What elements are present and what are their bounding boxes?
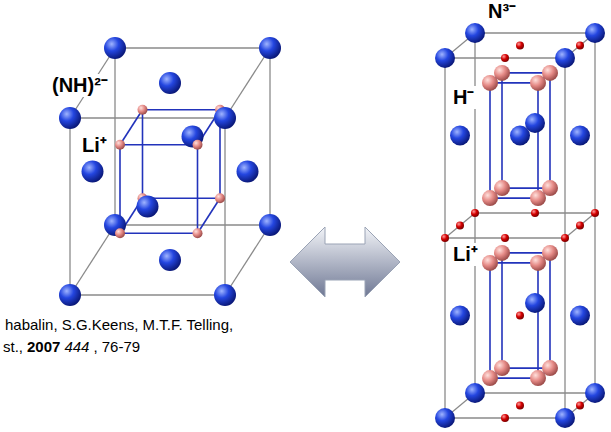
atom-sphere: [214, 284, 236, 306]
atom-sphere: [561, 234, 569, 242]
bond-line: [501, 253, 503, 368]
citation-line: st.,2007444, 76-79: [3, 338, 140, 355]
atom-sphere: [159, 72, 181, 94]
atom-sphere: [530, 370, 546, 386]
ion-label: (NH)²⁻: [50, 74, 110, 97]
bond-line: [120, 110, 143, 145]
bond-line: [224, 118, 225, 295]
atom-sphere: [215, 193, 225, 203]
bond-line: [475, 392, 595, 393]
atom-sphere: [482, 190, 498, 206]
bond-line: [489, 263, 491, 378]
bond-line: [225, 225, 270, 295]
citation-text: st.,: [3, 338, 23, 355]
bond-line: [225, 48, 270, 118]
atom-sphere: [516, 312, 524, 320]
citation-pages: , 76-79: [93, 338, 140, 355]
atom-sphere: [450, 126, 470, 146]
atom-sphere: [482, 255, 498, 271]
bond-line: [537, 263, 539, 378]
atom-sphere: [591, 209, 599, 217]
bond-line: [489, 83, 491, 198]
ion-label: Li⁺: [80, 134, 109, 157]
atom-sphere: [465, 23, 485, 43]
atom-sphere: [435, 48, 455, 68]
atom-sphere: [259, 214, 281, 236]
bond-line: [501, 73, 503, 188]
bond-line: [269, 48, 270, 225]
bond-line: [143, 109, 221, 111]
bond-line: [70, 117, 225, 118]
bond-line: [70, 294, 225, 295]
atom-sphere: [501, 414, 509, 422]
bond-line: [69, 118, 70, 295]
atom-sphere: [525, 293, 545, 313]
bond-line: [115, 224, 270, 225]
atom-sphere: [510, 126, 530, 146]
atom-sphere: [570, 126, 590, 146]
atom-sphere: [482, 75, 498, 91]
bond-line: [537, 83, 539, 198]
atom-sphere: [59, 284, 81, 306]
atom-sphere: [82, 161, 104, 183]
atom-sphere: [501, 54, 509, 62]
atom-sphere: [570, 306, 590, 326]
atom-sphere: [576, 42, 584, 50]
bond-line: [549, 73, 551, 188]
atom-sphere: [530, 255, 546, 271]
atom-sphere: [530, 190, 546, 206]
bond-line: [197, 145, 199, 234]
atom-sphere: [501, 234, 509, 242]
bond-line: [475, 32, 595, 33]
atom-sphere: [115, 228, 125, 238]
atom-sphere: [59, 107, 81, 129]
atom-sphere: [576, 402, 584, 410]
bond-line: [120, 232, 198, 234]
atom-sphere: [193, 228, 203, 238]
atom-sphere: [576, 222, 584, 230]
atom-sphere: [115, 140, 125, 150]
atom-sphere: [137, 196, 159, 218]
bond-line: [565, 213, 595, 238]
bond-line: [115, 47, 270, 48]
citation-year: 2007: [27, 338, 60, 355]
atom-sphere: [585, 23, 605, 43]
atom-sphere: [214, 107, 236, 129]
bond-line: [142, 110, 144, 199]
atom-sphere: [482, 370, 498, 386]
atom-sphere: [441, 234, 449, 242]
citation-text: habalin, S.G.Keens, M.T.F. Telling,: [3, 316, 235, 333]
li4nh-cell: [435, 23, 605, 428]
atom-sphere: [471, 209, 479, 217]
double-arrow: [290, 227, 400, 297]
ion-label: H⁻: [451, 86, 476, 109]
atom-sphere: [516, 42, 524, 50]
ion-label: N³⁻: [486, 0, 518, 23]
atom-sphere: [516, 402, 524, 410]
bond-line: [70, 225, 115, 295]
atom-sphere: [585, 383, 605, 403]
atom-sphere: [259, 37, 281, 59]
bond-line: [198, 198, 221, 233]
atom-sphere: [450, 306, 470, 326]
atom-sphere: [435, 408, 455, 428]
atom-sphere: [555, 408, 575, 428]
atom-sphere: [159, 249, 181, 271]
atom-sphere: [237, 161, 259, 183]
atom-sphere: [531, 209, 539, 217]
atom-sphere: [138, 105, 148, 115]
bond-line: [549, 253, 551, 368]
bond-line: [114, 48, 115, 225]
ion-label: Li⁺: [451, 243, 480, 266]
atom-sphere: [555, 48, 575, 68]
atom-sphere: [530, 75, 546, 91]
citation-volume: 444: [64, 338, 89, 355]
atom-sphere: [104, 37, 126, 59]
bond-line: [445, 213, 475, 238]
atom-sphere: [456, 222, 464, 230]
atom-sphere: [193, 140, 203, 150]
atom-sphere: [465, 383, 485, 403]
